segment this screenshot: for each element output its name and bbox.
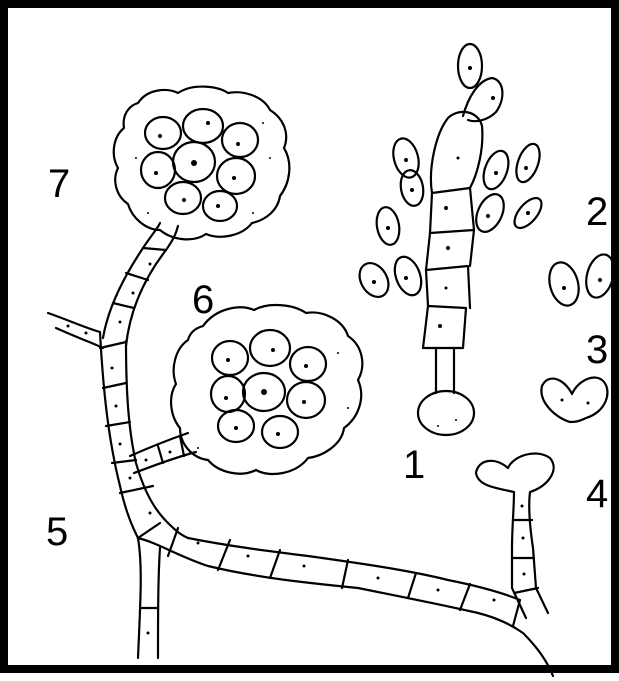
germ-tube-4: [476, 453, 554, 618]
conidia-pair-2: [545, 251, 618, 308]
main-hypha: [48, 313, 553, 676]
stalk-6: [130, 433, 196, 473]
drawing: [8, 8, 619, 681]
label-7: 7: [48, 164, 70, 204]
sporangium-cluster-7: [114, 87, 290, 240]
label-4: 4: [586, 474, 608, 514]
label-3: 3: [586, 330, 608, 370]
sporangium-cluster-6: [171, 305, 362, 474]
label-1: 1: [403, 445, 425, 485]
germinating-conidium-3: [541, 378, 607, 422]
stalk-7: [103, 223, 178, 346]
label-2: 2: [586, 192, 608, 232]
label-6: 6: [192, 280, 214, 320]
label-5: 5: [46, 512, 68, 552]
conidiophore-1: [354, 44, 547, 435]
